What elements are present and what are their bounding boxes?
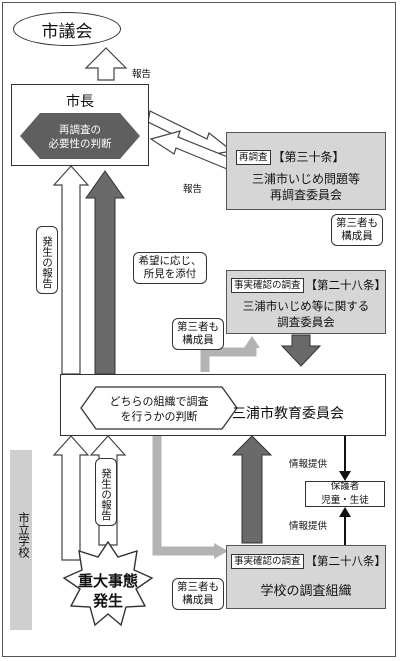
guardians-line1: 保護者: [330, 481, 360, 492]
occurrence-report-lower: 発生の報告: [95, 458, 117, 526]
arrow-incident-to-board-left: [52, 435, 90, 561]
which-org-hexagon: [80, 386, 238, 430]
which-org-line1: どちらの組織で調査: [109, 395, 209, 408]
arrow-fact-committee-to-board: [280, 334, 322, 367]
arrow-reinvestigation-to-mayor: [149, 130, 236, 172]
reinvestigation-line2: 再調査委員会: [269, 188, 342, 202]
info-provision-upper: 情報提供: [289, 459, 328, 470]
city-school-band: [10, 450, 32, 630]
serious-incident-line1: 重大事態: [77, 572, 138, 590]
arrow-school-org-to-board: [231, 435, 273, 544]
arrow-board-to-mayor-dark: [85, 170, 125, 375]
info-provision-lower: 情報提供: [289, 521, 328, 532]
report-to-council-label: 報告: [132, 69, 152, 80]
guardians-node: [305, 481, 385, 507]
reinvestigation-line1: 三浦市いじめ問題等: [251, 172, 360, 186]
report-back-label: 報告: [183, 184, 203, 195]
mayor-title: 市長: [66, 94, 94, 110]
reinvestigation-committee-node: [226, 132, 386, 210]
school-org-line1: 学校の調査組織: [260, 584, 352, 599]
arrow-board-to-school-org: [152, 432, 214, 556]
arrow-board-to-fact-committee: [200, 347, 257, 372]
arrow-mayor-to-council: [84, 47, 128, 81]
judgment-line2: 必要性の判断: [48, 138, 112, 150]
third-party-note-fact: 第三者も 構成員: [172, 318, 224, 350]
city-school-label: 市立学校: [17, 512, 31, 558]
occurrence-report-upper: 発生の報告: [36, 226, 58, 294]
reinvestigation-judgment-diamond: [20, 113, 140, 159]
city-council-node: [13, 12, 121, 46]
which-org-line2: を行うかの判断: [120, 410, 198, 423]
city-council-label: 市議会: [41, 22, 93, 42]
fact-committee-line1: 三浦市いじめ等に関する: [242, 299, 370, 313]
fact-committee-line2: 調査委員会: [277, 315, 335, 329]
opinion-note: 希望に応じ、 所見を添付: [133, 252, 207, 284]
reinvestigation-article: 【第三十条】: [272, 150, 345, 164]
school-org-article: 【第二十八条】: [305, 554, 387, 568]
diagram-frame: [2, 2, 396, 657]
arrow-board-to-mayor: [52, 165, 90, 375]
fact-committee-tag: 事実確認の調査: [231, 278, 304, 293]
judgment-line1: 再調査の: [59, 124, 101, 136]
board-of-education-label: 三浦市教育委員会: [232, 406, 344, 422]
third-party-note-reinvestigation: 第三者も 構成員: [331, 214, 383, 246]
school-org-tag: 事実確認の調査: [231, 554, 304, 569]
third-party-note-school: 第三者も 構成員: [172, 578, 224, 610]
guardians-line2: 児童・生徒: [321, 495, 369, 506]
reinvestigation-tag: 再調査: [236, 150, 271, 165]
fact-committee-article: 【第二十八条】: [305, 278, 387, 292]
serious-incident-burst: [62, 540, 154, 627]
serious-incident-line2: 発生: [92, 592, 123, 610]
